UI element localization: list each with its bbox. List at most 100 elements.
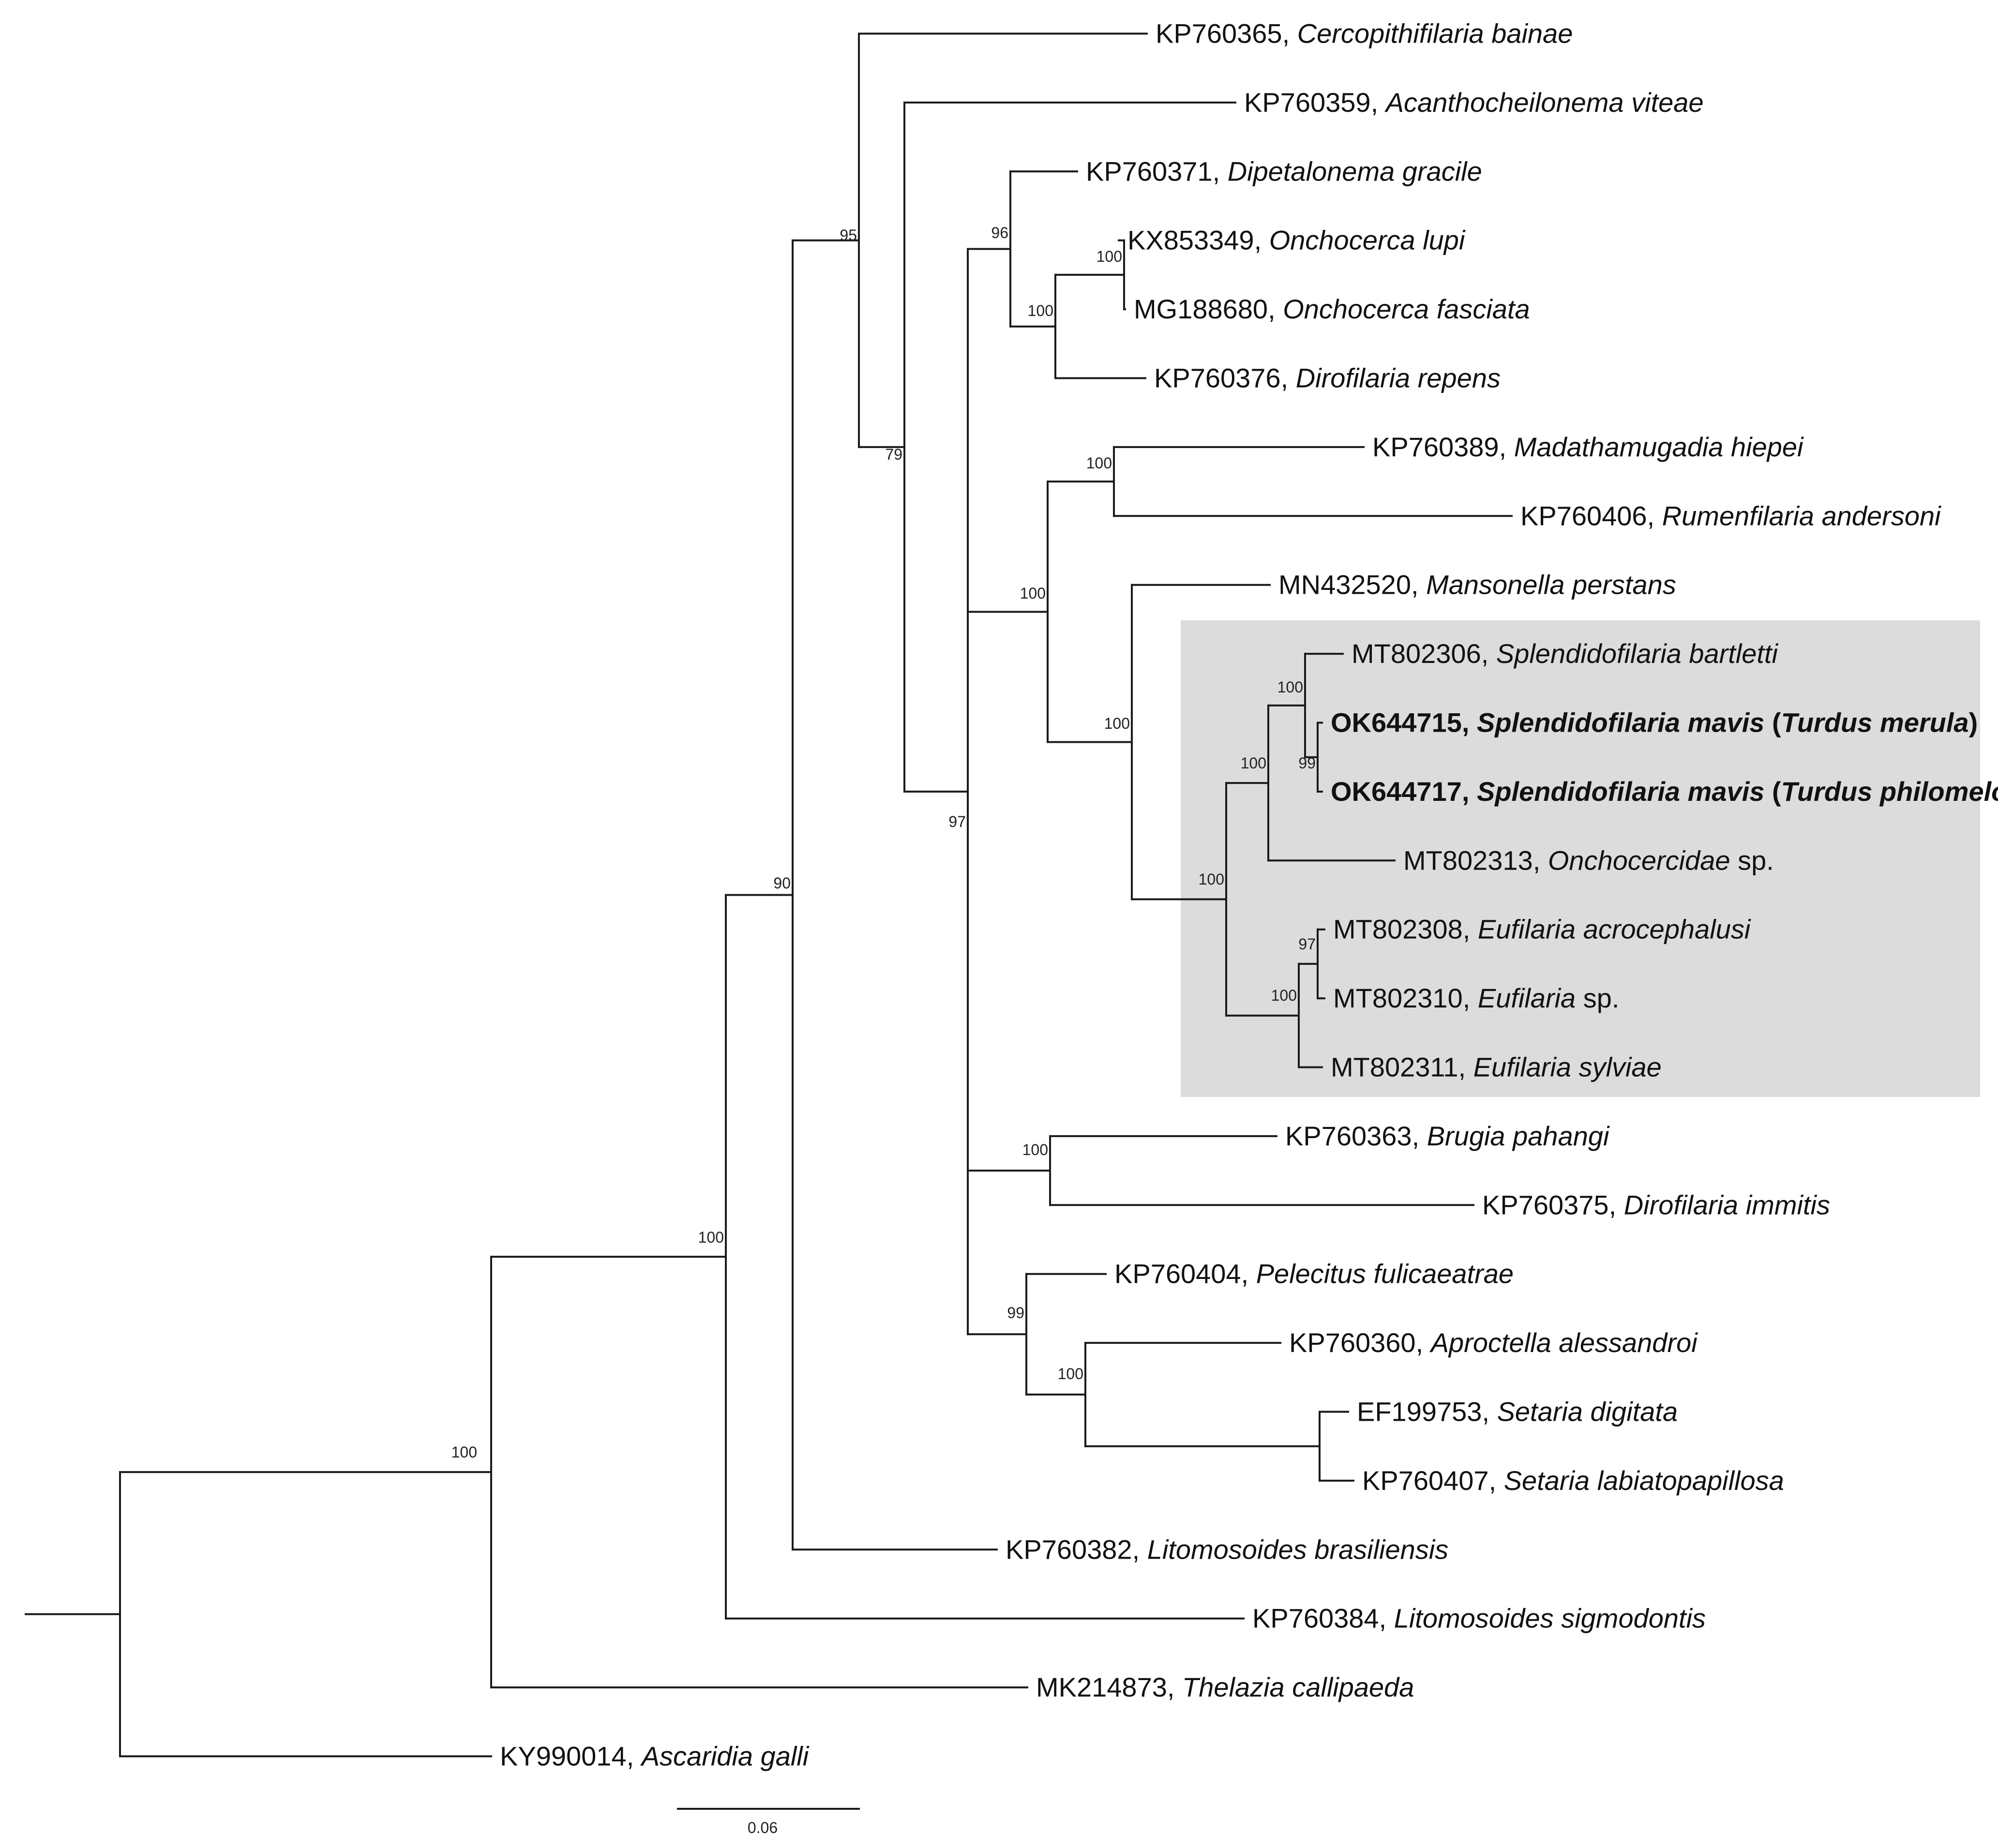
support-value: 100 — [1086, 454, 1112, 472]
support-value: 96 — [991, 224, 1008, 241]
accession-number: KP760382 — [1006, 1534, 1132, 1564]
species-name: Litomosoides sigmodontis — [1394, 1603, 1706, 1634]
species-suffix: sp. — [1583, 983, 1620, 1013]
support-value: 95 — [840, 226, 857, 244]
support-value: 97 — [948, 813, 966, 830]
species-name: Onchocerca fasciata — [1283, 294, 1530, 324]
species-name: Setaria labiatopapillosa — [1504, 1465, 1784, 1496]
accession-number: KP760359 — [1244, 87, 1371, 118]
accession-number: MK214873 — [1036, 1672, 1167, 1702]
taxon-label-mt802308: MT802308, Eufilaria acrocephalusi — [1333, 914, 1751, 945]
support-value: 100 — [1022, 1141, 1048, 1158]
accession-number: KP760404 — [1114, 1259, 1241, 1289]
support-value: 99 — [1298, 754, 1316, 772]
support-value: 100 — [1097, 248, 1122, 265]
accession-number: MT802310 — [1333, 983, 1463, 1013]
taxon-label-kp760376: KP760376, Dirofilaria repens — [1154, 363, 1501, 393]
species-name: Dirofilaria repens — [1296, 363, 1501, 393]
taxon-label-kp760407: KP760407, Setaria labiatopapillosa — [1362, 1465, 1784, 1496]
species-name: Cercopithifilaria bainae — [1297, 18, 1573, 49]
highlighted-clade-box — [1181, 620, 1980, 1097]
taxon-label-kp760382: KP760382, Litomosoides brasiliensis — [1006, 1534, 1448, 1564]
accession-number: KY990014 — [500, 1741, 627, 1772]
accession-number: KP760407 — [1362, 1465, 1489, 1496]
taxon-label-kp760363: KP760363, Brugia pahangi — [1285, 1121, 1610, 1151]
species-name: Aproctella alessandroi — [1429, 1327, 1698, 1358]
host-name: Turdus philomelos — [1781, 776, 1998, 807]
accession-number: KX853349 — [1127, 225, 1254, 255]
taxon-label-mt802306: MT802306, Splendidofilaria bartletti — [1352, 638, 1779, 669]
accession-number: KP760384 — [1252, 1603, 1379, 1634]
support-value: 100 — [1028, 302, 1053, 319]
taxon-label-kp760365: KP760365, Cercopithifilaria bainae — [1156, 18, 1573, 49]
species-name: Dirofilaria immitis — [1624, 1189, 1830, 1220]
taxon-label-kp760389: KP760389, Madathamugadia hiepei — [1372, 432, 1804, 462]
taxon-label-kx853349: KX853349, Onchocerca lupi — [1127, 225, 1466, 255]
support-value: 100 — [698, 1229, 724, 1246]
accession-number: KP760365 — [1156, 18, 1282, 49]
species-name: Rumenfilaria andersoni — [1662, 500, 1941, 531]
accession-number: KP760376 — [1154, 363, 1281, 393]
species-name: Splendidofilaria mavis — [1477, 707, 1764, 738]
support-value: 79 — [885, 446, 902, 463]
species-name: Pelecitus fulicaeatrae — [1256, 1259, 1514, 1289]
taxon-label-mg188680: MG188680, Onchocerca fasciata — [1134, 294, 1530, 324]
species-name: Madathamugadia hiepei — [1514, 432, 1804, 462]
accession-number: MT802306 — [1352, 638, 1481, 669]
taxon-label-ky990014: KY990014, Ascaridia galli — [500, 1741, 810, 1772]
species-name: Brugia pahangi — [1427, 1121, 1610, 1151]
species-name: Acanthocheilonema viteae — [1384, 87, 1704, 118]
taxon-labels: KP760365, Cercopithifilaria bainaeKP7603… — [500, 18, 1998, 1772]
accession-number: OK644717 — [1331, 776, 1462, 807]
taxon-label-kp760359: KP760359, Acanthocheilonema viteae — [1244, 87, 1704, 118]
support-value: 100 — [1277, 678, 1303, 696]
taxon-label-kp760371: KP760371, Dipetalonema gracile — [1086, 156, 1482, 186]
taxon-label-kp760384: KP760384, Litomosoides sigmodontis — [1252, 1603, 1706, 1634]
taxon-label-ok644715: OK644715, Splendidofilaria mavis (Turdus… — [1331, 707, 1978, 738]
species-name: Setaria digitata — [1497, 1397, 1678, 1427]
taxon-label-ok644717: OK644717, Splendidofilaria mavis (Turdus… — [1331, 776, 1998, 807]
species-name: Litomosoides brasiliensis — [1147, 1534, 1449, 1564]
species-name: Splendidofilaria mavis — [1477, 776, 1764, 807]
accession-number: MN432520 — [1278, 570, 1411, 600]
taxon-label-ef199753: EF199753, Setaria digitata — [1357, 1397, 1678, 1427]
accession-number: KP760389 — [1372, 432, 1499, 462]
accession-number: EF199753 — [1357, 1397, 1482, 1427]
accession-number: MT802313 — [1403, 845, 1533, 875]
taxon-label-kp760404: KP760404, Pelecitus fulicaeatrae — [1114, 1259, 1514, 1289]
host-name: Turdus merula — [1781, 707, 1969, 738]
accession-number: KP760363 — [1285, 1121, 1412, 1151]
support-value: 100 — [1271, 987, 1297, 1004]
taxon-label-mt802310: MT802310, Eufilaria sp. — [1333, 983, 1619, 1013]
accession-number: MT802308 — [1333, 914, 1463, 945]
support-value: 100 — [1199, 871, 1224, 888]
species-name: Onchocercidae — [1548, 845, 1730, 875]
taxon-label-kp760360: KP760360, Aproctella alessandroi — [1289, 1327, 1698, 1358]
accession-number: KP760360 — [1289, 1327, 1416, 1358]
species-name: Eufilaria acrocephalusi — [1478, 914, 1751, 945]
species-name: Eufilaria sylviae — [1473, 1052, 1662, 1082]
support-values: 100 100 90 95 79 97 96 100 100 100 100 100 100 100 100… — [451, 224, 1316, 1461]
accession-number: MT802311 — [1331, 1052, 1458, 1082]
taxon-label-mt802311: MT802311, Eufilaria sylviae — [1331, 1052, 1662, 1082]
species-name: Splendidofilaria bartletti — [1496, 638, 1779, 669]
support-value: 97 — [1298, 935, 1316, 953]
accession-number: KP760406 — [1520, 500, 1647, 531]
species-name: Eufilaria — [1478, 983, 1576, 1013]
scale-bar-label: 0.06 — [748, 1819, 778, 1836]
tree-branches — [25, 32, 1513, 1758]
support-value: 100 — [1020, 585, 1046, 602]
support-value: 90 — [773, 874, 791, 892]
support-value: 100 — [1241, 754, 1266, 772]
support-value: 100 — [1104, 715, 1130, 732]
species-name: Thelazia callipaeda — [1182, 1672, 1414, 1702]
taxon-label-kp760375: KP760375, Dirofilaria immitis — [1482, 1189, 1830, 1220]
taxon-label-mn432520: MN432520, Mansonella perstans — [1278, 570, 1676, 600]
taxon-label-mt802313: MT802313, Onchocercidae sp. — [1403, 845, 1774, 875]
species-name: Dipetalonema gracile — [1228, 156, 1482, 186]
accession-number: OK644715 — [1331, 707, 1462, 738]
taxon-label-mk214873: MK214873, Thelazia callipaeda — [1036, 1672, 1414, 1702]
species-name: Mansonella perstans — [1426, 570, 1676, 600]
support-value: 100 — [451, 1443, 477, 1461]
